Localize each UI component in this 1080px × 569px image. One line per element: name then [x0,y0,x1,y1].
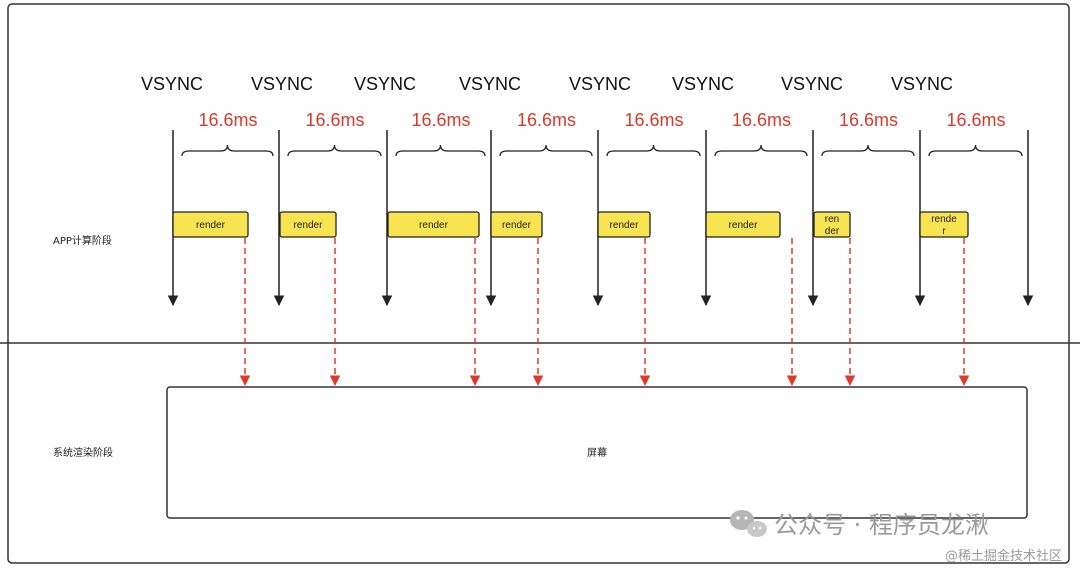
vsync-label: VSYNC [569,74,631,94]
render-label: render [419,220,449,231]
interval-label: 16.6ms [732,110,791,130]
watermark: 公众号 · 程序员龙湫 @稀土掘金技术社区 [730,510,1062,564]
render-box [172,211,249,238]
interval-label: 16.6ms [198,110,257,130]
vsync-label: VSYNC [891,74,953,94]
render-label: der [825,226,840,237]
interval-brace [714,144,808,157]
watermark-main: 公众号 · 程序员龙湫 [774,511,989,539]
screen-box [166,386,1028,519]
interval-label: 16.6ms [411,110,470,130]
app-stage-label: APP计算阶段 [53,234,112,247]
render-label: render [610,220,640,231]
render-label: r [942,226,946,237]
interval-label: 16.6ms [946,110,1005,130]
render-label: render [729,220,759,231]
system-stage-label: 系统渲染阶段 [53,446,113,459]
interval-brace [821,144,915,157]
interval-brace [395,144,486,157]
render-box [919,211,969,238]
outer-frame [7,3,1070,564]
interval-label: 16.6ms [517,110,576,130]
render-label: render [196,220,226,231]
render-label: ren [825,214,839,225]
render-box [597,211,651,238]
render-box [279,211,337,238]
vsync-label: VSYNC [251,74,313,94]
vsync-label: VSYNC [672,74,734,94]
vsync-label: VSYNC [781,74,843,94]
render-box [387,211,480,238]
render-box [490,211,543,238]
render-label: render [502,220,532,231]
wechat-icon [730,510,767,537]
interval-label: 16.6ms [305,110,364,130]
interval-brace [606,144,701,157]
vsync-label: VSYNC [354,74,416,94]
vsync-label: VSYNC [459,74,521,94]
render-label: rende [931,214,957,225]
render-box [705,211,781,238]
interval-label: 16.6ms [839,110,898,130]
watermark-sub: @稀土掘金技术社区 [945,548,1062,564]
render-box [813,211,851,238]
render-label: render [294,220,324,231]
vsync-label: VSYNC [141,74,203,94]
interval-brace [181,144,274,157]
interval-brace [287,144,382,157]
interval-brace [928,144,1023,157]
frames-group: VSYNC 16.6ms render VSYNC 16.6ms render VSYNC 1… [141,74,1034,387]
screen-label: 屏幕 [587,446,607,459]
interval-brace [499,144,593,157]
interval-label: 16.6ms [624,110,683,130]
